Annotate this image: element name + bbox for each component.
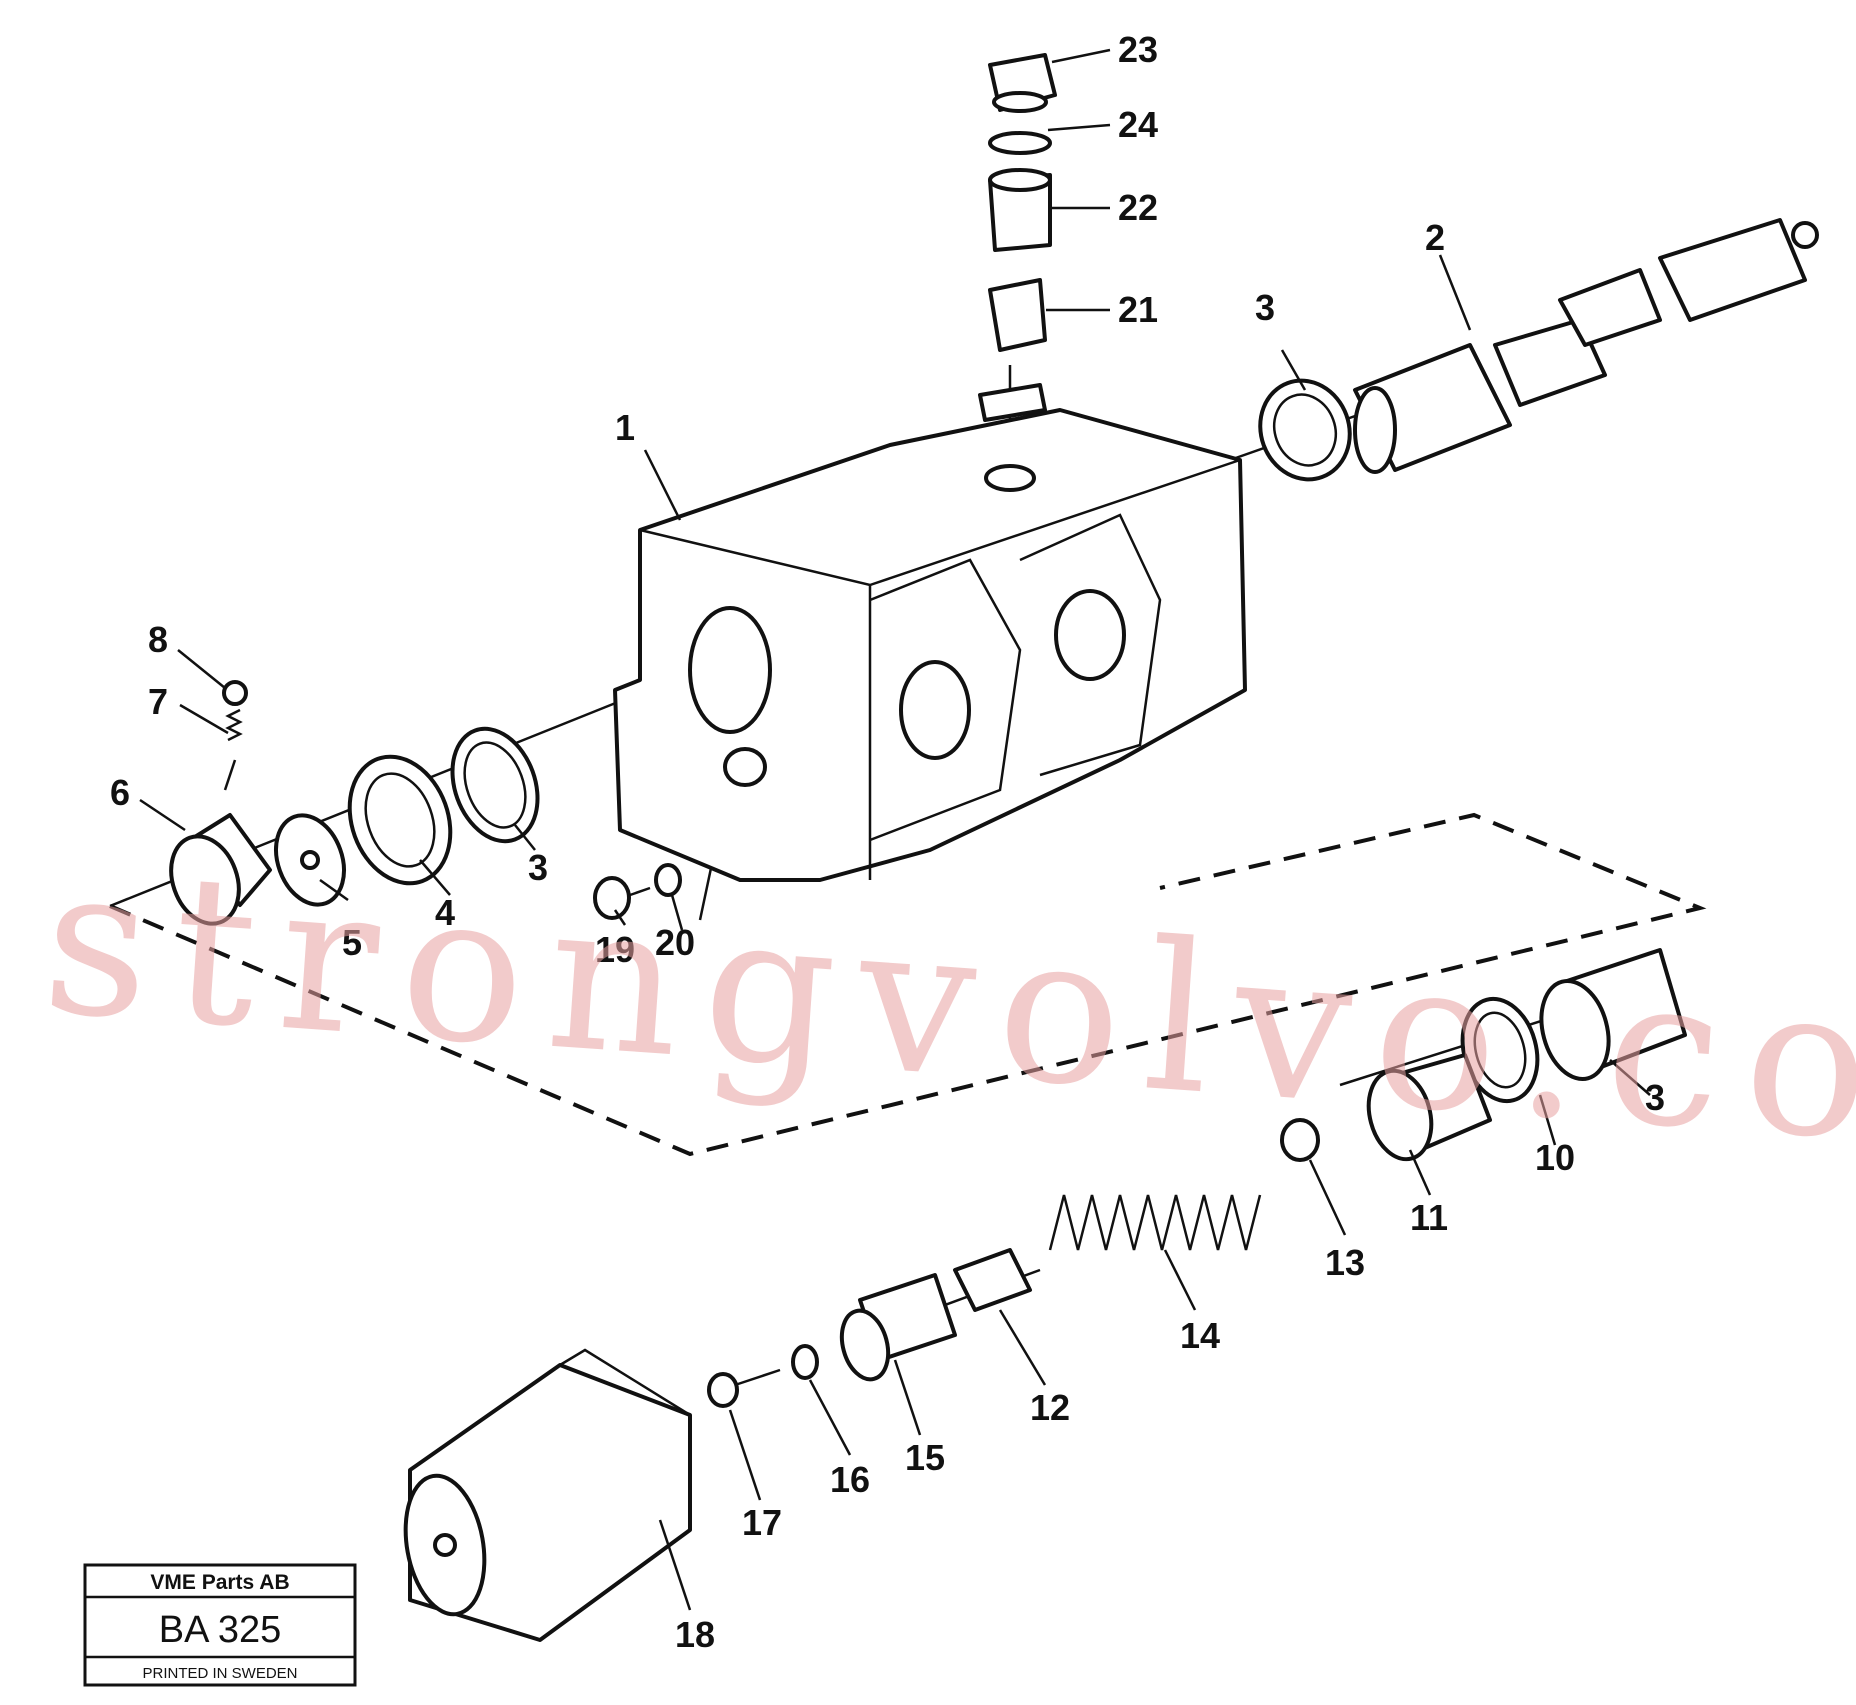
stamp-company: VME Parts AB [150,1571,289,1594]
part-number: 24 [1118,104,1158,145]
part-number: 21 [1118,289,1158,330]
lower-spring-group [403,948,1687,1642]
part-number: 13 [1325,1242,1365,1283]
part-number: 15 [905,1437,945,1478]
part-number: 11 [1410,1197,1448,1238]
part-number: 17 [742,1502,782,1543]
valve-body [613,383,1247,882]
part-number: 5 [342,922,362,963]
part-number: 7 [148,681,168,722]
part-number: 14 [1180,1315,1220,1356]
left-cover-group [169,680,540,926]
stamp-footer: PRINTED IN SWEDEN [142,1665,297,1682]
part-number: 2 [1425,217,1445,258]
plug-and-washer [593,863,682,920]
part-number: 10 [1535,1137,1575,1178]
part-number: 4 [435,892,455,933]
part-number: 12 [1030,1387,1070,1428]
part-number: 23 [1118,29,1158,70]
part-number: 3 [1645,1077,1665,1118]
part-number: 3 [1255,287,1275,328]
watermark-text: strongvolvo.com [37,821,1856,1203]
part-number: 6 [110,772,130,813]
part-number: 22 [1118,187,1158,228]
part-number: 16 [830,1459,870,1500]
part-labels: 1 2 3 3 3 4 5 6 7 8 10 11 12 13 14 15 16… [110,29,1665,1655]
spool [1353,218,1819,474]
seal-ring-right [1258,378,1352,482]
top-stack [988,53,1057,352]
part-number: 3 [528,847,548,888]
part-number: 1 [615,407,635,448]
parts-stamp: VME Parts AB BA 325 PRINTED IN SWEDEN [83,1563,357,1687]
label-leaders [139,48,1651,1611]
part-number: 19 [595,929,635,970]
stamp-code: BA 325 [159,1609,282,1651]
part-number: 18 [675,1614,715,1655]
part-number: 8 [148,619,168,660]
part-number: 20 [655,922,695,963]
subassembly-dashed-outline [109,812,1707,1157]
